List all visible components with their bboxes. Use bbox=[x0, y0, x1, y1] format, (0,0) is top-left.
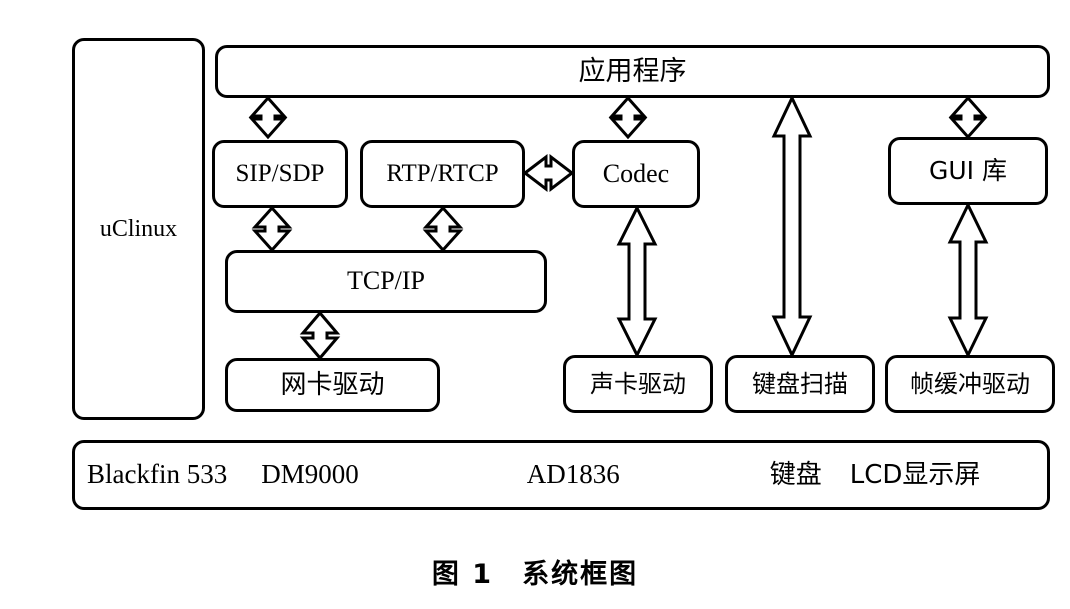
block-framebuffer-driver[interactable]: 帧缓冲驱动 bbox=[885, 355, 1055, 413]
block-keyboard-scan[interactable]: 键盘扫描 bbox=[725, 355, 875, 413]
block-nic-driver[interactable]: 网卡驱动 bbox=[225, 358, 440, 412]
hardware-item-ad1836: AD1836 bbox=[526, 459, 620, 490]
arrow-tcp-ip-nic-driver bbox=[299, 310, 341, 361]
block-application-label: 应用程序 bbox=[578, 55, 687, 87]
block-sound-driver-label: 声卡驱动 bbox=[590, 369, 686, 398]
block-gui-lib-label: GUI 库 bbox=[929, 156, 1007, 186]
block-sip-sdp[interactable]: SIP/SDP bbox=[212, 140, 348, 208]
block-tcp-ip-label: TCP/IP bbox=[346, 266, 426, 296]
arrow-codec-sound-driver bbox=[616, 204, 658, 359]
arrow-application-codec bbox=[608, 95, 648, 140]
block-application[interactable]: 应用程序 bbox=[215, 45, 1050, 98]
block-codec[interactable]: Codec bbox=[572, 140, 700, 208]
arrow-application-sip-sdp bbox=[248, 95, 288, 140]
hardware-item-keyboard: 键盘 bbox=[769, 459, 822, 490]
figure-caption: 图 1 系统框图 bbox=[431, 559, 639, 590]
block-keyboard-scan-label: 键盘扫描 bbox=[752, 369, 848, 398]
arrow-rtp-rtcp-tcp-ip bbox=[422, 205, 464, 253]
arrow-rtp-rtcp-codec bbox=[522, 153, 575, 193]
hardware-item-lcd-display: LCD显示屏 bbox=[849, 459, 981, 490]
block-gui-lib[interactable]: GUI 库 bbox=[888, 137, 1048, 205]
block-codec-label: Codec bbox=[602, 158, 670, 188]
block-rtp-rtcp-label: RTP/RTCP bbox=[386, 160, 499, 188]
arrow-application-gui-lib bbox=[948, 95, 988, 140]
hardware-item-blackfin-533: Blackfin 533 bbox=[87, 459, 228, 490]
block-tcp-ip[interactable]: TCP/IP bbox=[225, 250, 547, 313]
hardware-item-dm9000: DM9000 bbox=[261, 459, 359, 490]
block-uclinux-label: uClinux bbox=[99, 215, 178, 242]
block-hardware-bar[interactable]: Blackfin 533 DM9000 AD1836 键盘 LCD显示屏 bbox=[72, 440, 1050, 510]
arrow-application-keyboard-scan bbox=[771, 94, 813, 359]
block-sip-sdp-label: SIP/SDP bbox=[235, 160, 325, 188]
block-rtp-rtcp[interactable]: RTP/RTCP bbox=[360, 140, 525, 208]
arrow-sip-sdp-tcp-ip bbox=[251, 205, 293, 253]
block-sound-driver[interactable]: 声卡驱动 bbox=[563, 355, 713, 413]
arrow-gui-lib-framebuffer-driver bbox=[947, 201, 989, 359]
block-nic-driver-label: 网卡驱动 bbox=[280, 369, 385, 400]
block-uclinux[interactable]: uClinux bbox=[72, 38, 205, 420]
block-framebuffer-driver-label: 帧缓冲驱动 bbox=[910, 369, 1030, 398]
